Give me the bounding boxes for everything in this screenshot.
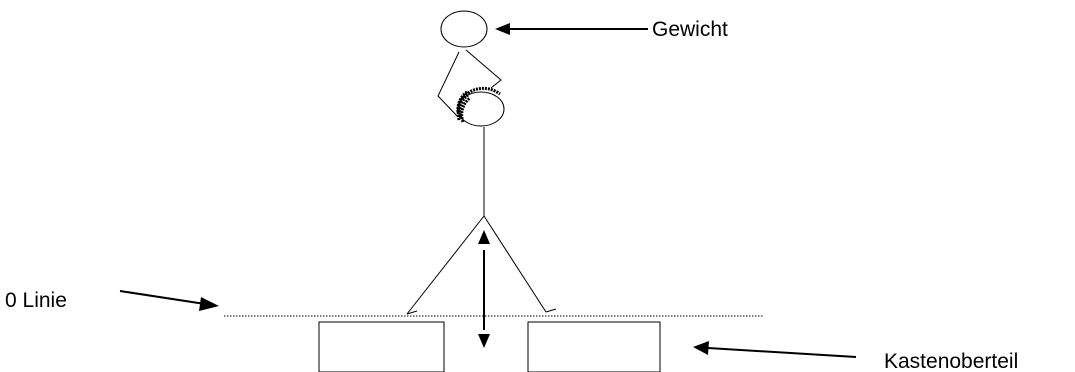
weight-circle [440,10,488,48]
height-arrow-down-head [478,334,490,348]
box-top-left [318,321,445,372]
figure-leg-left [406,215,485,315]
zero-line-arrow [119,290,206,305]
figure-foot-right [545,308,557,313]
box-top-right [527,321,661,372]
figure-hair [456,86,501,123]
figure-foot-left [406,310,418,315]
box-top-arrow-head [693,341,709,355]
figure-leg-right [483,215,547,313]
zero-line-label: 0 Linie [5,289,67,312]
box-top-label: Kastenoberteil [884,350,1018,372]
arms [437,51,460,118]
height-arrow-up-head [478,230,490,244]
box-top-arrow [707,347,857,358]
arms-right [465,49,502,89]
weight-label: Gewicht [652,18,728,41]
zero-line-arrow-head [199,297,219,311]
weight-arrow-head [495,23,510,35]
